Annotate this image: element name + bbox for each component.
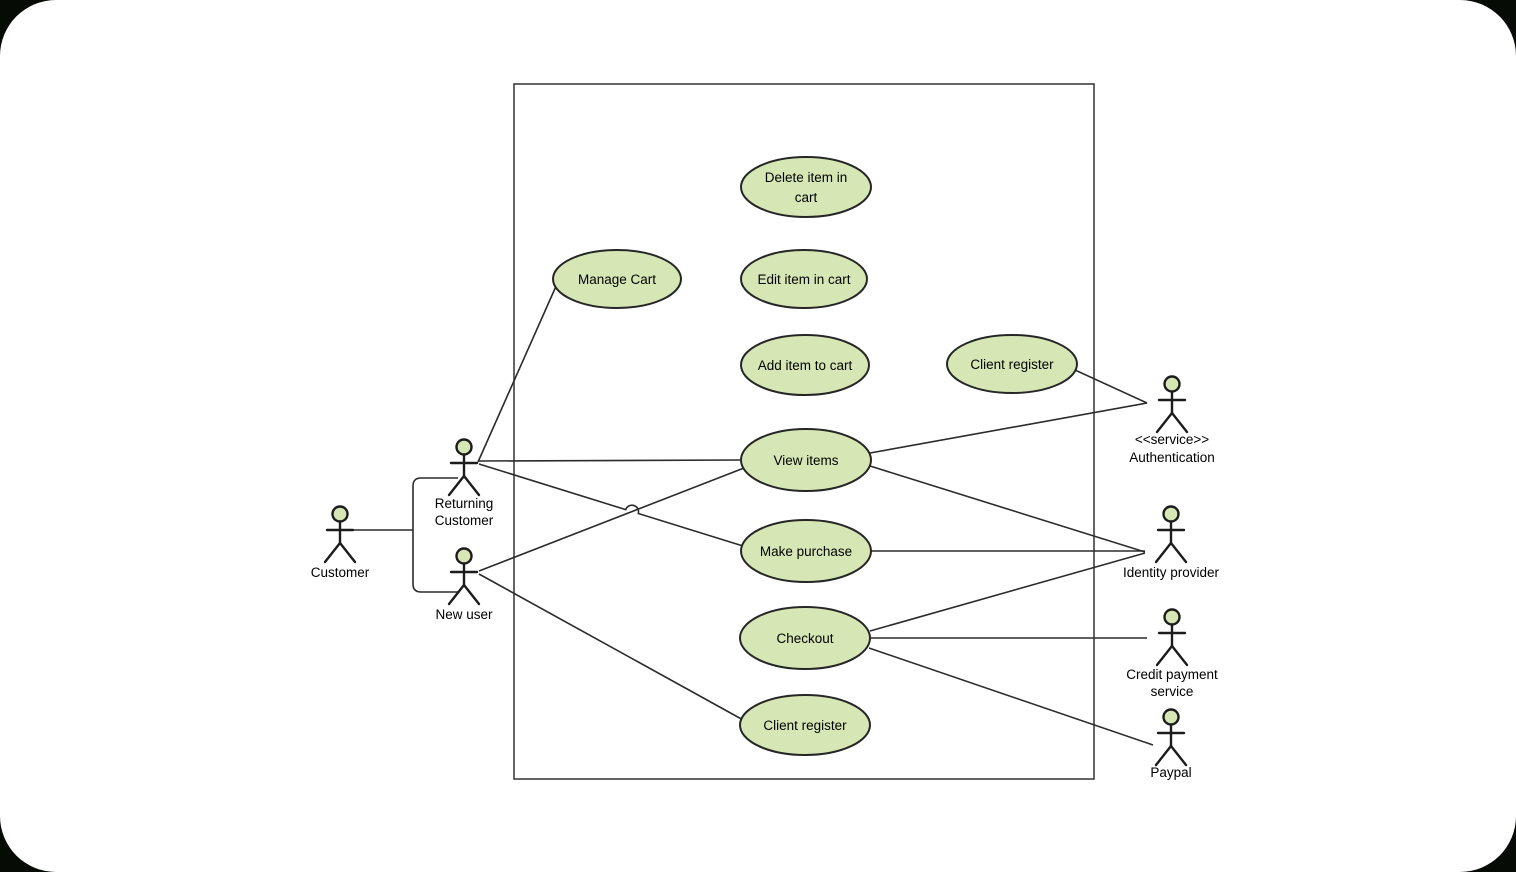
use-case-make-purchase[interactable]: Make purchase [740,519,872,583]
system-boundary [513,83,1095,780]
use-case-label: Edit item in cart [757,272,850,287]
use-case-client-register[interactable]: Client register [739,694,871,756]
use-case-label: Manage Cart [578,272,656,287]
connector-customer-tree-branches [412,477,458,593]
actor-label: Customer [435,513,494,528]
actor-label: Customer [311,565,370,580]
use-case-edit-item-in-cart[interactable]: Edit item in cart [740,249,868,309]
actor-label: New user [435,607,493,622]
use-case-checkout[interactable]: Checkout [739,606,871,670]
actor-label: Returning [435,496,494,511]
association-new-user-view-items [478,467,745,572]
actor-label: Credit payment [1126,667,1218,682]
actor-label: Paypal [1150,765,1191,780]
actor-credit-payment-service[interactable]: Credit payment service [1126,608,1218,700]
association-returning-customer-make-purchase [478,463,744,547]
actor-label: service [1151,684,1194,699]
use-case-label: Add item to cart [758,358,853,373]
association-checkout-paypal [868,647,1154,746]
actors: Customer Returning Customer New user <<s… [311,375,1220,781]
actor-returning-customer[interactable]: Returning Customer [435,438,494,529]
use-case-label: Client register [763,718,847,733]
actor-new-user[interactable]: New user [435,547,493,623]
use-case-label: Checkout [776,631,833,646]
association-view-items-identity-provider [869,465,1146,553]
actor-stereotype-label: <<service>> [1135,432,1209,447]
actor-customer[interactable]: Customer [311,505,370,581]
association-checkout-identity-provider [869,552,1146,632]
use-case-client-register-auth[interactable]: Client register [946,334,1078,394]
actor-paypal[interactable]: Paypal [1150,708,1192,781]
use-case-manage-cart[interactable]: Manage Cart [552,249,682,309]
association-view-items-authentication [869,402,1148,454]
actor-authentication[interactable]: <<service>> Authentication [1129,375,1215,466]
use-case-label: cart [795,190,818,205]
use-cases: Delete item in cart Manage Cart Edit ite… [552,156,1078,756]
use-case-delete-item-in-cart[interactable]: Delete item in cart [740,156,872,218]
actor-identity-provider[interactable]: Identity provider [1123,505,1220,581]
use-case-label: Delete item in [765,170,848,185]
association-client-register-authentication [1074,369,1148,404]
actor-label: Identity provider [1123,565,1220,580]
use-case-label: View items [773,453,838,468]
connectors [353,283,1154,746]
use-case-label: Make purchase [760,544,852,559]
use-case-view-items[interactable]: View items [740,428,872,492]
use-case-add-item-to-cart[interactable]: Add item to cart [740,334,870,396]
use-case-label: Client register [970,357,1054,372]
association-returning-customer-view-items [478,459,742,462]
actor-label: Authentication [1129,450,1215,465]
association-returning-customer-manage-cart [477,283,558,463]
association-new-user-client-register [478,573,746,722]
